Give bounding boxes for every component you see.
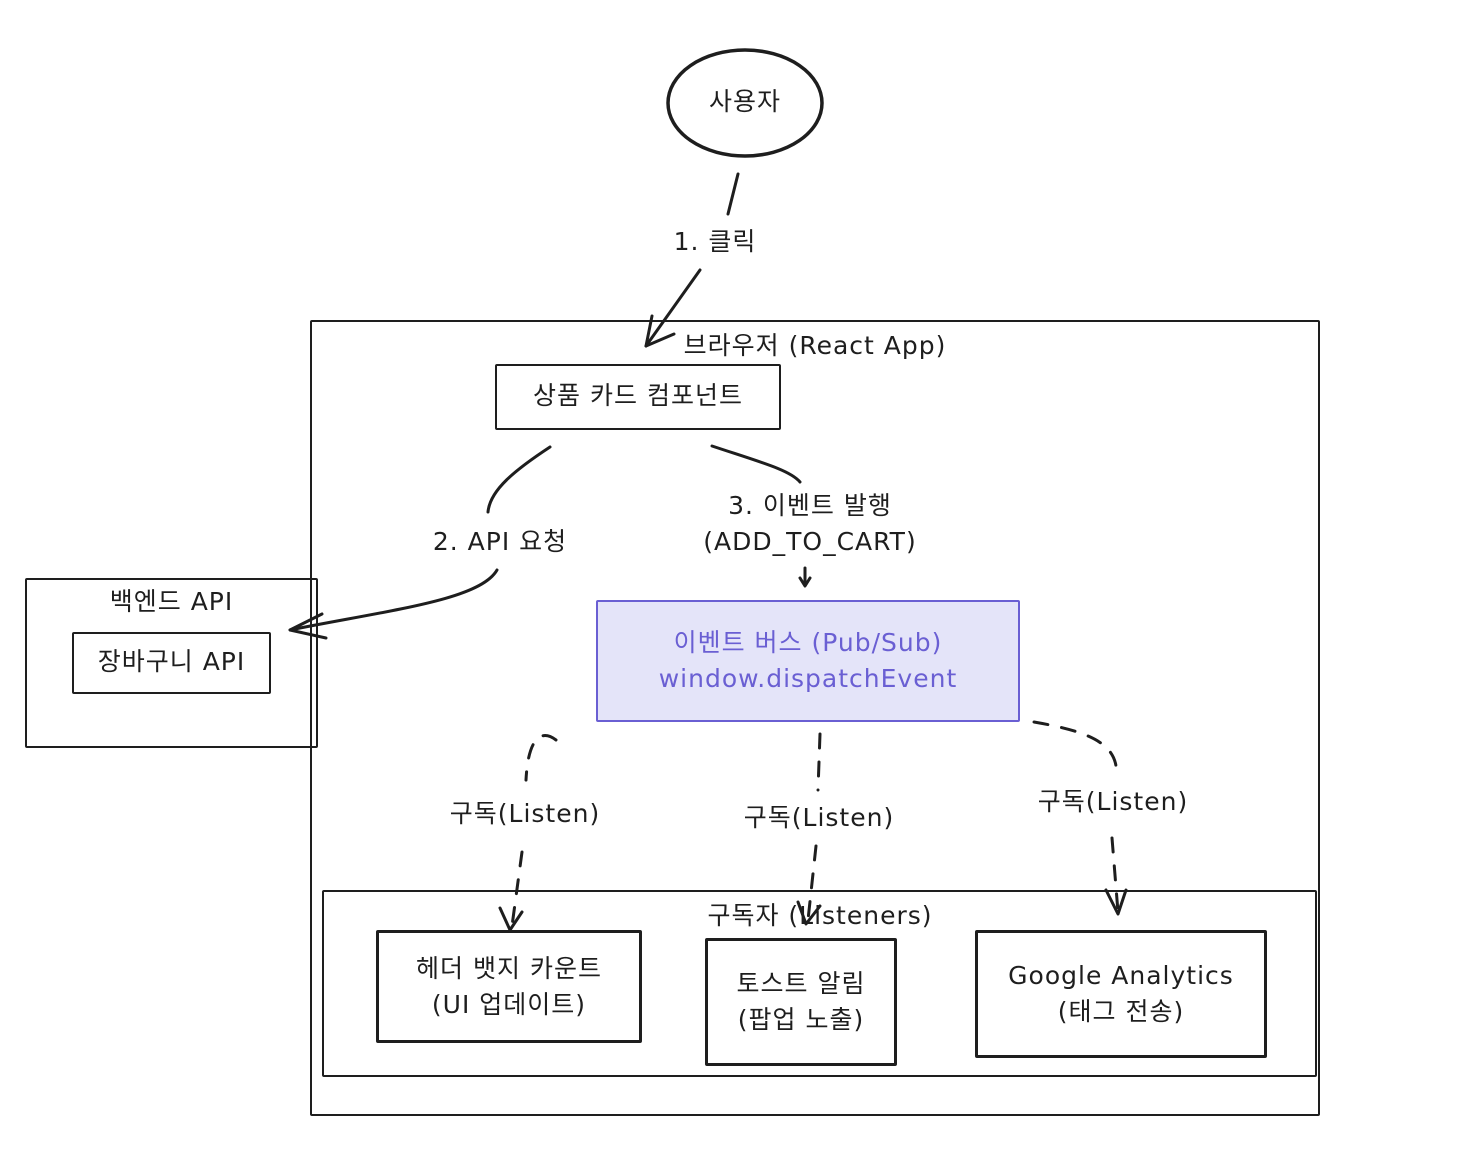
subscribers-container-title: 구독자 (Listeners) (707, 901, 933, 930)
publish-edge-label-line1: 3. 이벤트 발행 (728, 491, 892, 520)
click-arrow-upper (726, 172, 740, 216)
cart-api-label: 장바구니 API (97, 647, 246, 676)
publish-edge-label: 3. 이벤트 발행 (ADD_TO_CART) (660, 488, 960, 560)
listen-2-upper (816, 732, 822, 792)
product-card-label: 상품 카드 컴포넌트 (533, 381, 743, 410)
listen-3-upper (1032, 720, 1118, 768)
browser-container-title: 브라우저 (React App) (683, 331, 947, 360)
cart-api-node (72, 632, 271, 694)
user-node-shape (666, 48, 824, 158)
analytics-node (975, 930, 1267, 1058)
listen-3-arrowhead (1104, 888, 1128, 916)
analytics-label-line2: (태그 전송) (1057, 997, 1185, 1026)
publish-arrow-upper (710, 444, 802, 484)
listen-2-arrowhead (796, 900, 822, 926)
toast-node (705, 938, 897, 1066)
backend-container-title: 백엔드 API (109, 587, 234, 616)
listen-1-edge-label: 구독(Listen) (449, 799, 601, 828)
listen-1-lower (510, 850, 524, 928)
analytics-label-line1: Google Analytics (1008, 961, 1234, 990)
listen-1-upper (524, 734, 558, 782)
event-bus-label-line1: 이벤트 버스 (Pub/Sub) (673, 628, 943, 657)
click-arrow-lower (644, 268, 702, 348)
event-bus-label-line2: window.dispatchEvent (658, 664, 958, 693)
toast-label-line2: (팝업 노출) (737, 1005, 865, 1034)
listen-3-edge-label: 구독(Listen) (1037, 787, 1189, 816)
toast-label: 토스트 알림 (팝업 노출) (705, 938, 897, 1066)
analytics-label: Google Analytics (태그 전송) (975, 930, 1267, 1058)
api-arrow-lower (288, 568, 499, 632)
header-badge-label: 헤더 뱃지 카운트 (UI 업데이트) (376, 930, 642, 1043)
event-bus-label: 이벤트 버스 (Pub/Sub) window.dispatchEvent (596, 600, 1020, 722)
product-card-node (495, 364, 781, 430)
listen-2-lower (806, 844, 818, 922)
browser-container (310, 320, 1320, 1116)
event-bus-node (596, 600, 1020, 722)
header-badge-node (376, 930, 642, 1043)
click-edge-label: 1. 클릭 (673, 227, 757, 256)
listen-3-lower (1110, 836, 1120, 914)
listen-2-edge-label: 구독(Listen) (743, 803, 895, 832)
subscribers-container (322, 890, 1317, 1077)
api-arrow-upper (486, 445, 552, 514)
publish-arrowhead (798, 576, 812, 588)
user-node-label: 사용자 (708, 87, 781, 116)
backend-container (25, 578, 318, 748)
click-arrowhead (644, 314, 676, 348)
header-badge-label-line1: 헤더 뱃지 카운트 (416, 953, 602, 983)
api-request-edge-label: 2. API 요청 (432, 527, 568, 556)
header-badge-label-line2: (UI 업데이트) (431, 989, 587, 1019)
publish-edge-label-line2: (ADD_TO_CART) (703, 527, 917, 556)
toast-label-line1: 토스트 알림 (736, 969, 866, 998)
